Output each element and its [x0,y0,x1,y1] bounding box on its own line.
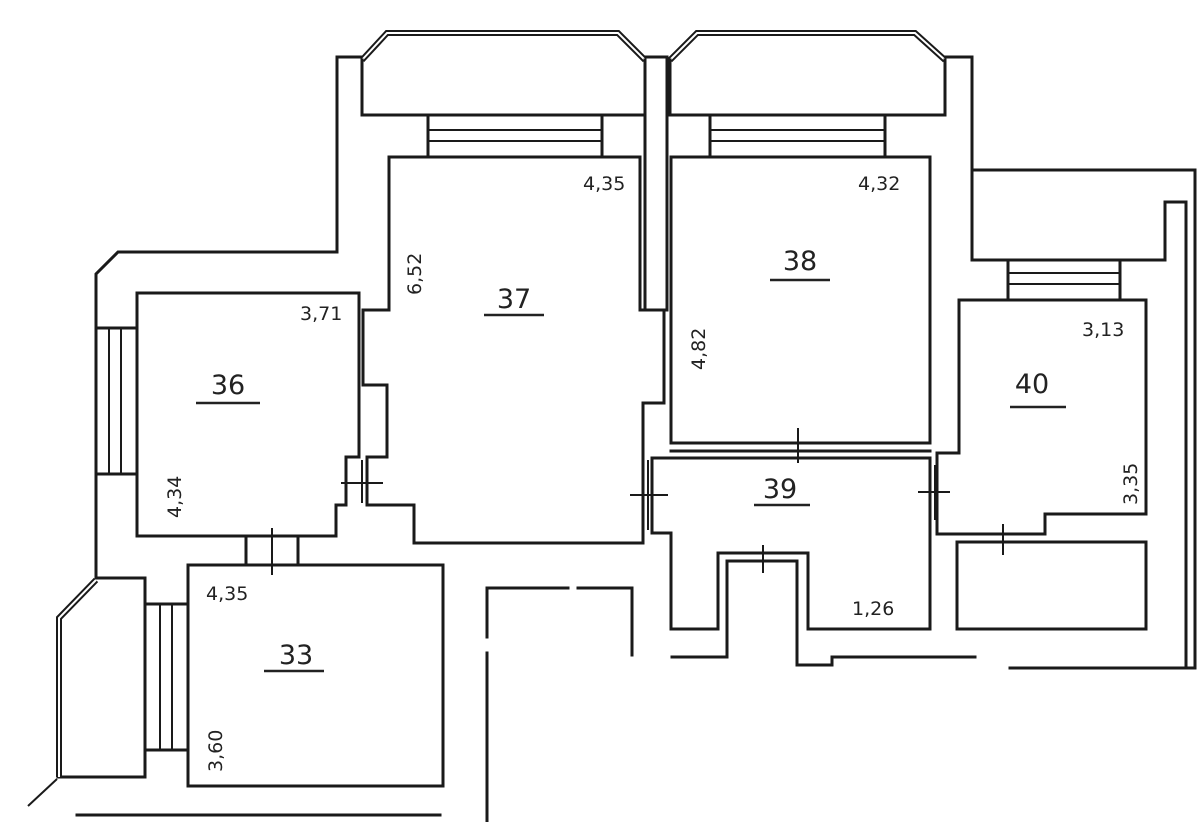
room-39: 39 1,26 [650,456,977,667]
room-number: 37 [497,284,531,315]
room-37: 37 4,35 6,52 [361,155,668,545]
width-dimension: 4,35 [206,583,248,605]
height-dimension: 4,82 [688,328,710,370]
window-40 [1006,258,1122,302]
height-dimension: 6,52 [404,253,426,295]
window-37 [426,113,604,159]
bay-window-38 [667,30,948,117]
room-number: 33 [279,640,313,671]
bay-window-37 [359,30,648,117]
room-40: 40 3,13 3,35 [935,298,1148,631]
room-number: 36 [211,370,245,401]
height-dimension: 4,34 [164,476,186,518]
stairwell-outline [485,586,634,822]
room-number: 40 [1015,369,1049,400]
width-dimension: 1,26 [852,598,894,620]
outer-walls [94,55,1197,670]
height-dimension: 3,35 [1120,463,1142,505]
room-38: 38 4,32 4,82 [669,155,932,463]
width-dimension: 4,35 [583,173,625,195]
width-dimension: 3,71 [300,303,342,325]
bay-window-33 [27,576,442,817]
height-dimension: 3,60 [205,730,227,772]
window-38 [708,113,887,159]
width-dimension: 3,13 [1082,319,1124,341]
window-36 [94,326,139,476]
room-number: 38 [783,246,817,277]
storage-room [955,540,1148,631]
room-36: 36 3,71 4,34 [135,291,383,575]
room-33: 33 4,35 3,60 [186,563,445,788]
room-number: 39 [763,474,797,505]
window-33 [145,602,190,752]
width-dimension: 4,32 [858,173,900,195]
